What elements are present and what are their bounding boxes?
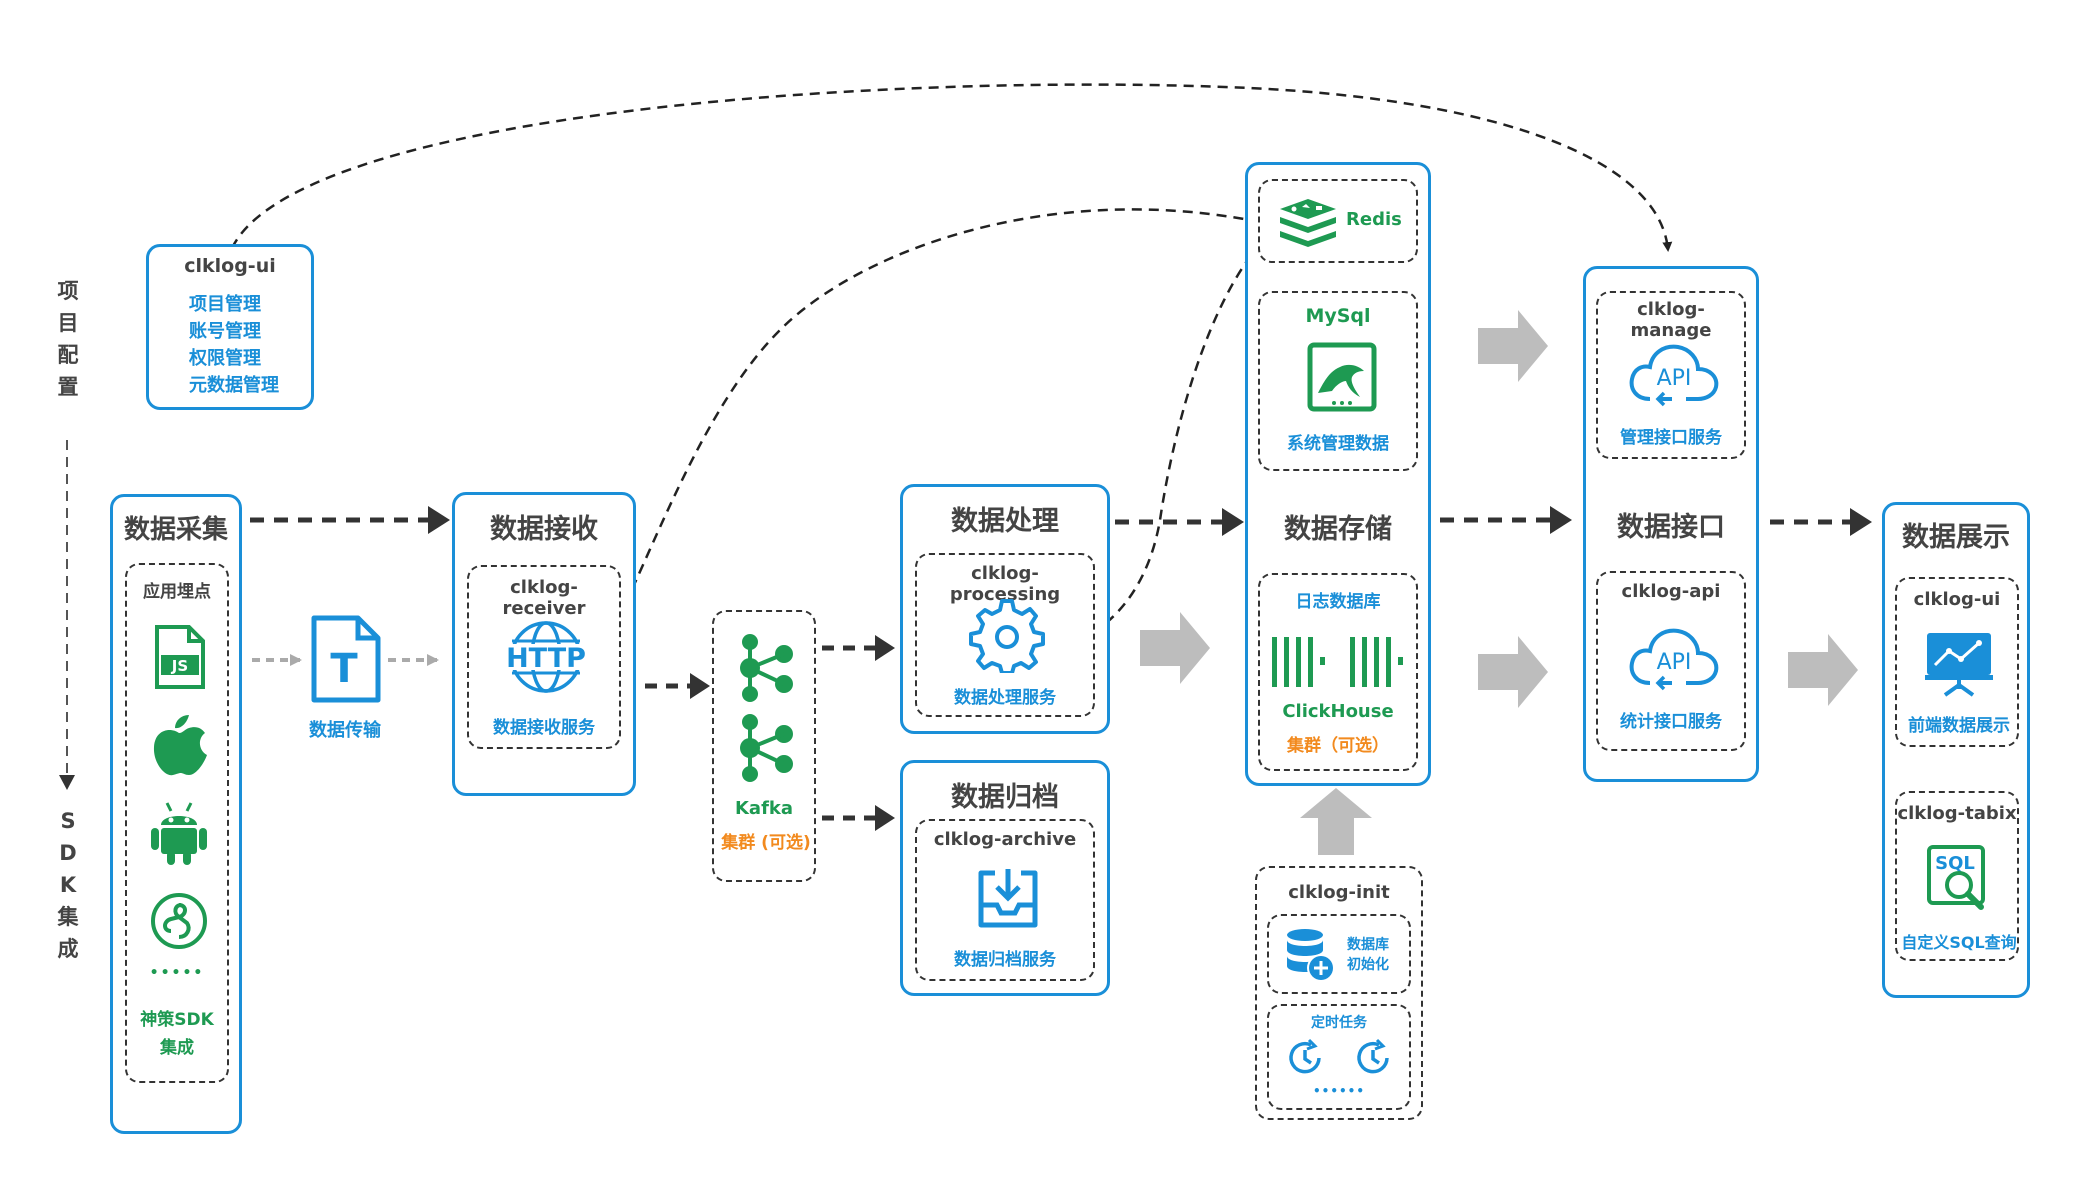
ui-display-card: clklog-ui 前端数据展示 — [1895, 577, 2019, 747]
mysql-card: MySql 系统管理数据 — [1258, 291, 1418, 471]
android-icon — [151, 802, 207, 865]
display-stage: 数据展示 clklog-ui 前端数据展示 clklog-tabix SQL 自… — [1882, 502, 2030, 998]
stage-arrow-collect-receive — [250, 506, 450, 534]
redis-card: Redis — [1258, 179, 1418, 263]
mysql-icon — [1307, 342, 1377, 412]
api-stage: clklog-manage API 管理接口服务 数据接口 clklog-api… — [1583, 266, 1759, 782]
curve-ui-manage — [230, 83, 1673, 252]
redis-label: Redis — [1346, 209, 1402, 230]
stat-api-card: clklog-api API 统计接口服务 — [1596, 571, 1746, 751]
gray-arrow-storage-manage — [1478, 310, 1548, 382]
sdk-label-line2: 集成 — [160, 1038, 194, 1058]
stage-arrow-api-display — [1770, 508, 1872, 536]
curve-redis-processing — [1066, 241, 1263, 648]
stage-arrow-storage-api — [1440, 506, 1572, 534]
apple-icon — [153, 715, 207, 776]
clock-icon-1 — [1289, 1038, 1321, 1074]
gray-arrow-api-display — [1788, 634, 1858, 706]
svg-text:T: T — [330, 646, 358, 692]
sql-search-icon: SQL — [1927, 845, 1985, 910]
db-init-card: 数据库 初始化 — [1267, 914, 1411, 994]
archive-stage: 数据归档 clklog-archive 数据归档服务 — [900, 760, 1110, 996]
timer-card: 定时任务 •••••• — [1267, 1004, 1411, 1110]
kafka-icon-2 — [740, 714, 793, 782]
manage-card: clklog-manage API 管理接口服务 — [1596, 291, 1746, 459]
processing-service: clklog-processing 数据处理服务 — [915, 553, 1095, 717]
arrow-kafka-archive — [822, 805, 895, 831]
init-title: clklog-init — [1288, 882, 1390, 903]
config-ui-box: clklog-ui 项目管理 账号管理 权限管理 元数据管理 — [146, 244, 314, 410]
mini-program-icon — [151, 893, 207, 949]
http-icon: HTTP — [495, 621, 597, 693]
display-title: 数据展示 — [1902, 522, 2010, 553]
arrow-kafka-process — [822, 635, 895, 661]
kafka-box: Kafka 集群 (可选) — [712, 610, 816, 882]
gray-arrow-init-storage — [1300, 788, 1372, 855]
transfer-label: 数据传输 — [309, 720, 381, 741]
collect-dots: ••••• — [149, 965, 205, 981]
kafka-name: Kafka — [734, 798, 794, 819]
receive-stage: 数据接收 clklog-receiver HTTP 数据接收服务 — [452, 492, 636, 796]
manage-api-cloud-icon: API — [1629, 344, 1719, 407]
process-stage: 数据处理 clklog-processing 数据处理服务 — [900, 484, 1110, 734]
kafka-icon-1 — [740, 634, 793, 702]
archive-service: clklog-archive 数据归档服务 — [915, 819, 1095, 981]
gear-icon — [969, 599, 1045, 673]
sdk-label-line1: 神策SDK — [140, 1010, 214, 1030]
kafka-cluster: 集群 (可选) — [721, 833, 811, 853]
collect-title: 数据采集 — [123, 515, 228, 545]
svg-text:API: API — [1657, 650, 1692, 675]
clock-icon-2 — [1357, 1038, 1389, 1074]
svg-text:JS: JS — [171, 657, 188, 675]
gray-arrow-process-storage — [1140, 612, 1210, 684]
process-title: 数据处理 — [951, 506, 1059, 537]
archive-title: 数据归档 — [951, 782, 1059, 813]
gray-arrow-storage-statapi — [1478, 636, 1548, 708]
storage-stage: Redis MySql 系统管理数据 数据存储 日志数据库 ClickHouse… — [1245, 162, 1431, 786]
svg-text:SQL: SQL — [1935, 853, 1975, 874]
receive-title: 数据接收 — [490, 514, 598, 545]
stat-api-cloud-icon: API — [1629, 628, 1719, 691]
transfer-file-icon: T — [311, 615, 381, 703]
redis-icon — [1280, 199, 1336, 247]
storage-title: 数据存储 — [1284, 514, 1392, 545]
init-box: clklog-init 数据库 初始化 定时任务 •••••• — [1255, 866, 1423, 1120]
arrow-receive-kafka — [645, 673, 710, 699]
side-label-sdk: S D K 集 成 — [57, 809, 79, 961]
svg-text:HTTP: HTTP — [506, 643, 586, 674]
tabix-card: clklog-tabix SQL 自定义SQL查询 — [1895, 791, 2019, 961]
svg-text:API: API — [1657, 366, 1692, 391]
collect-stage: 数据采集 应用埋点 JS — [110, 494, 242, 1134]
dashboard-icon — [1925, 633, 1993, 697]
database-add-icon — [1287, 929, 1335, 982]
stage-arrow-process-storage — [1115, 508, 1244, 536]
js-file-icon: JS — [155, 625, 205, 689]
collect-group: 应用埋点 JS ••• — [125, 563, 229, 1083]
api-title: 数据接口 — [1617, 512, 1725, 543]
archive-icon — [978, 869, 1038, 928]
side-label-config: 项 目 配 置 — [57, 279, 79, 399]
config-ui-title: clklog-ui — [184, 255, 276, 277]
config-ui-items: 项目管理 账号管理 权限管理 元数据管理 — [189, 294, 279, 396]
logdb-card: 日志数据库 ClickHouse 集群（可选） — [1258, 573, 1418, 771]
curve-redis-receiver — [610, 208, 1261, 632]
receiver-service: clklog-receiver HTTP 数据接收服务 — [467, 565, 621, 749]
clickhouse-icon — [1272, 637, 1403, 687]
